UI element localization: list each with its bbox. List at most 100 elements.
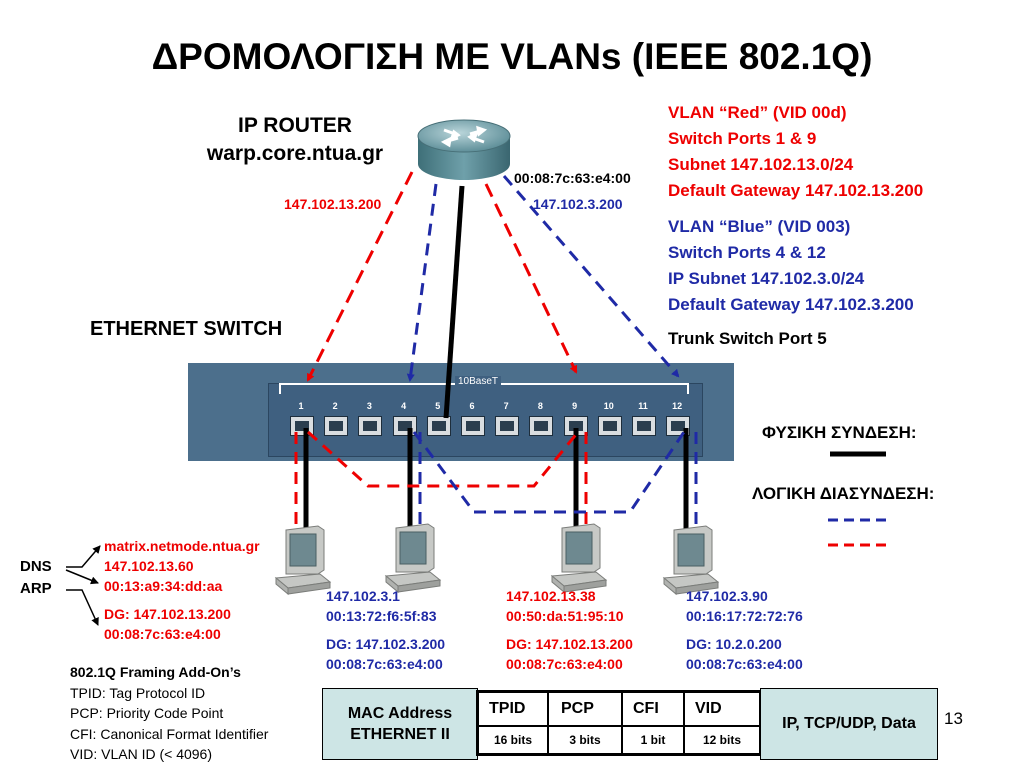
host-4-line1: 147.102.3.90 xyxy=(686,588,768,604)
host-4-line3: DG: 10.2.0.200 xyxy=(686,636,782,652)
switch-port-label-5: 5 xyxy=(435,401,441,411)
switch-port-11[interactable] xyxy=(632,416,656,436)
switch-port-label-1: 1 xyxy=(298,401,304,411)
switch-port-3[interactable] xyxy=(358,416,383,436)
frame-bits-pcp: 3 bits xyxy=(548,726,622,754)
vlan-red-line1: VLAN “Red” (VID 00d) xyxy=(668,103,847,122)
switch-port-jack xyxy=(363,421,378,431)
host-4-line2: 00:16:17:72:72:76 xyxy=(686,608,803,624)
host-2-line2: 00:13:72:f6:5f:83 xyxy=(326,608,437,624)
switch-port-jack xyxy=(295,421,309,431)
framing-notes: 802.1Q Framing Add-On’s TPID: Tag Protoc… xyxy=(70,662,268,765)
host-2-line3: DG: 147.102.3.200 xyxy=(326,636,446,652)
frame-field-cfi: CFI xyxy=(622,692,684,726)
vlan-red-line3: Subnet 147.102.13.0/24 xyxy=(668,155,854,174)
switch-port-label-2: 2 xyxy=(332,401,338,411)
arp-label: ARP xyxy=(20,580,52,597)
vlan-blue-line2: Switch Ports 4 & 12 xyxy=(668,243,826,262)
frame-mac-line2: ETHERNET II xyxy=(350,726,450,743)
switch-port-jack xyxy=(568,421,583,431)
switch-port-jack xyxy=(671,421,686,431)
vlan-blue-info: VLAN “Blue” (VID 003) Switch Ports 4 & 1… xyxy=(668,214,914,318)
switch-port-label-12: 12 xyxy=(672,401,683,411)
vlan-blue-line3: IP Subnet 147.102.3.0/24 xyxy=(668,269,865,288)
host-2-info: 147.102.3.1 00:13:72:f6:5f:83 DG: 147.10… xyxy=(326,586,445,674)
dns-label: DNS xyxy=(20,558,52,575)
framing-notes-heading: 802.1Q Framing Add-On’s xyxy=(70,664,241,680)
switch-port-label-4: 4 xyxy=(401,401,407,411)
vlan-blue-line1: VLAN “Blue” (VID 003) xyxy=(668,217,851,236)
legend-physical-label: ΦΥΣΙΚΗ ΣΥΝΔΕΣΗ: xyxy=(762,423,917,442)
legend-logical-label: ΛΟΓΙΚΗ ΔΙΑΣΥΝΔΕΣΗ: xyxy=(752,484,935,503)
host-3-info: 147.102.13.38 00:50:da:51:95:10 DG: 147.… xyxy=(506,586,633,674)
switch-port-jack xyxy=(466,421,480,431)
host-1-line2: 147.102.13.60 xyxy=(104,558,194,574)
router-label-line1: IP ROUTER xyxy=(238,114,352,137)
switch-port-label-11: 11 xyxy=(638,401,648,411)
host-4-line4: 00:08:7c:63:e4:00 xyxy=(686,656,803,672)
switch-port-6[interactable] xyxy=(461,416,485,436)
vlan-blue-line4: Default Gateway 147.102.3.200 xyxy=(668,295,914,314)
host-2-line1: 147.102.3.1 xyxy=(326,588,400,604)
host-1-line5: 00:08:7c:63:e4:00 xyxy=(104,626,221,642)
switch-port-label-6: 6 xyxy=(469,401,475,411)
switch-port-jack xyxy=(397,421,412,431)
switch-label: ETHERNET SWITCH xyxy=(90,318,283,340)
frame-mac-line1: MAC Address xyxy=(347,705,453,722)
switch-port-jack xyxy=(534,421,549,431)
framing-notes-line3: CFI: Canonical Format Identifier xyxy=(70,725,269,742)
switch-port-label-7: 7 xyxy=(503,401,509,411)
frame-payload-cell: IP, TCP/UDP, Data xyxy=(760,688,938,760)
host-3-line3: DG: 147.102.13.200 xyxy=(506,636,633,652)
host-3-line4: 00:08:7c:63:e4:00 xyxy=(506,656,623,672)
host-4-info: 147.102.3.90 00:16:17:72:72:76 DG: 10.2.… xyxy=(686,586,803,674)
vlan-red-line4: Default Gateway 147.102.13.200 xyxy=(668,181,924,200)
side-labels: DNS ARP xyxy=(20,556,52,600)
switch-port-5[interactable] xyxy=(426,416,451,436)
vlan-red-info: VLAN “Red” (VID 00d) Switch Ports 1 & 9 … xyxy=(668,100,923,204)
framing-notes-line1: TPID: Tag Protocol ID xyxy=(70,684,206,701)
framing-notes-line4: VID: VLAN ID (< 4096) xyxy=(70,746,213,762)
vlan-red-line2: Switch Ports 1 & 9 xyxy=(668,129,817,148)
frame-field-vid: VID xyxy=(684,692,760,726)
switch-port-label-10: 10 xyxy=(603,401,614,411)
framing-notes-line2: PCP: Priority Code Point xyxy=(70,705,224,721)
host-1-line1: matrix.netmode.ntua.gr xyxy=(104,538,260,554)
switch-port-label-8: 8 xyxy=(537,401,543,411)
switch-port-label-3: 3 xyxy=(366,401,372,411)
host-1-line4: DG: 147.102.13.200 xyxy=(104,606,231,622)
host-3-line2: 00:50:da:51:95:10 xyxy=(506,608,624,624)
page-number: 13 xyxy=(944,709,963,728)
switch-port-2[interactable] xyxy=(324,416,349,436)
switch-port-7[interactable] xyxy=(495,416,520,436)
router-label: IP ROUTER warp.core.ntua.gr xyxy=(200,112,390,168)
frame-bits-tpid: 16 bits xyxy=(478,726,548,754)
router-mac: 00:08:7c:63:e4:00 xyxy=(514,170,631,186)
switch-port-jack xyxy=(431,421,446,431)
switch-port-8[interactable] xyxy=(529,416,554,436)
frame-bits-vid: 12 bits xyxy=(684,726,760,754)
host-1-line3: 00:13:a9:34:dd:aa xyxy=(104,578,223,594)
host-1-info: matrix.netmode.ntua.gr 147.102.13.60 00:… xyxy=(104,536,260,644)
switch-port-jack xyxy=(602,421,617,431)
router-label-line2: warp.core.ntua.gr xyxy=(206,142,384,165)
switch-port-label-9: 9 xyxy=(572,401,578,411)
frame-field-pcp: PCP xyxy=(548,692,622,726)
slide-title: ΔΡΟΜΟΛΟΓΙΣΗ ΜΕ VLANs (IEEE 802.1Q) xyxy=(151,36,873,77)
switch-port-jack xyxy=(329,421,344,431)
frame-bits-cfi: 1 bit xyxy=(622,726,684,754)
router-ip-red: 147.102.13.200 xyxy=(284,196,382,212)
trunk-label: Trunk Switch Port 5 xyxy=(668,329,827,348)
switch-port-10[interactable] xyxy=(597,416,622,436)
router-ip-blue: 147.102.3.200 xyxy=(533,196,623,212)
router-icon[interactable] xyxy=(414,114,514,186)
host-3-line1: 147.102.13.38 xyxy=(506,588,596,604)
frame-field-tpid: TPID xyxy=(478,692,548,726)
switch-port-jack xyxy=(637,421,651,431)
host-2-line4: 00:08:7c:63:e4:00 xyxy=(326,656,443,672)
switch-bus-label: 10BaseT xyxy=(455,376,502,387)
frame-mac-cell: MAC Address ETHERNET II xyxy=(322,688,478,760)
switch-port-jack xyxy=(500,421,515,431)
